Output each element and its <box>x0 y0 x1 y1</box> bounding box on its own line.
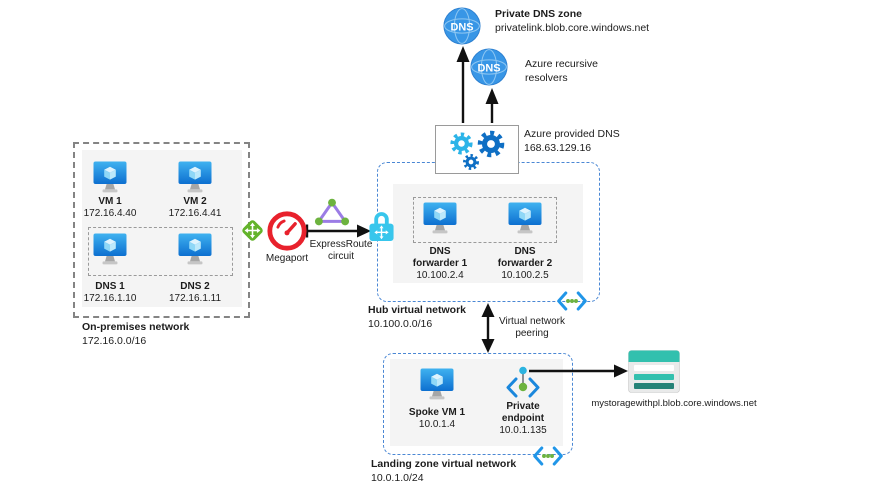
spoke-vm-label: Spoke VM 1 10.0.1.4 <box>405 407 469 431</box>
hub-title: Hub virtual network <box>368 304 467 316</box>
dns-forwarder1-label: DNS forwarder 1 10.100.2.4 <box>410 246 470 281</box>
expressroute-label: ExpressRoute circuit <box>309 239 373 262</box>
vm1-icon <box>93 161 127 194</box>
private-dns-zone-icon: DNS <box>443 7 481 45</box>
router-icon <box>238 216 267 245</box>
storage-account-label: mystoragewithpl.blob.core.windows.net <box>591 398 757 409</box>
azure-provided-dns-ip: 168.63.129.16 <box>524 141 592 154</box>
dns1-name: DNS 1 <box>95 281 125 292</box>
vm2-icon <box>178 161 212 194</box>
vpn-gateway-icon <box>368 210 395 245</box>
azure-provided-dns-box <box>435 125 519 174</box>
hub-label: Hub virtual network 10.100.0.0/16 <box>368 304 466 332</box>
hub-forwarders-group-box <box>413 197 557 243</box>
gear-small-icon <box>462 153 480 171</box>
onprem-dns-group-box <box>88 227 233 276</box>
arrow-dns-to-private-zone <box>456 46 470 123</box>
private-endpoint-label: Private endpoint 10.0.1.135 <box>495 401 551 436</box>
vm1-ip: 172.16.4.40 <box>83 207 137 219</box>
onprem-cidr: 172.16.0.0/16 <box>82 334 147 347</box>
recursive-resolvers-icon: DNS <box>470 48 508 86</box>
gear-dark-icon <box>476 129 506 159</box>
arrow-dns-to-resolvers <box>485 88 499 123</box>
vm1-label: VM 1 172.16.4.40 <box>78 196 142 220</box>
landing-zone-title: Landing zone virtual network <box>371 458 517 470</box>
recursive-resolvers-label: Azure recursive resolvers <box>525 58 598 84</box>
dns2-name: DNS 2 <box>180 281 210 292</box>
dns2-label: DNS 2 172.16.1.11 <box>163 281 227 305</box>
storage-account-icon <box>628 350 680 393</box>
dns-forwarder1-ip: 10.100.2.4 <box>416 269 464 281</box>
dns1-label: DNS 1 172.16.1.10 <box>78 281 142 305</box>
onprem-label: On-premises network 172.16.0.0/16 <box>82 321 189 349</box>
expressroute-circuit-icon <box>313 197 351 227</box>
vnet-peering-label: Virtual network peering <box>499 316 565 339</box>
private-endpoint-ip: 10.0.1.135 <box>499 424 547 436</box>
private-endpoint-name: Private endpoint <box>501 401 545 424</box>
dns-forwarder2-label: DNS forwarder 2 10.100.2.5 <box>495 246 555 281</box>
dns-forwarder2-ip: 10.100.2.5 <box>501 269 549 281</box>
spoke-vm-icon <box>420 368 454 401</box>
hub-inner-panel <box>393 184 583 283</box>
dns1-ip: 172.16.1.10 <box>83 292 137 304</box>
private-dns-zone-label: Private DNS zone privatelink.blob.core.w… <box>495 8 649 36</box>
hub-cidr: 10.100.0.0/16 <box>368 317 433 330</box>
landing-zone-inner-panel <box>390 359 563 446</box>
private-dns-zone-domain: privatelink.blob.core.windows.net <box>495 21 650 34</box>
spoke-vm-ip: 10.0.1.4 <box>418 418 456 430</box>
private-endpoint-icon <box>505 366 541 400</box>
vm1-name: VM 1 <box>98 196 122 207</box>
onprem-title: On-premises network <box>82 321 190 333</box>
dns1-icon <box>93 233 127 266</box>
dns-forwarder2-icon <box>508 202 542 235</box>
dns-icon-text: DNS <box>450 21 473 33</box>
vm2-ip: 172.16.4.41 <box>168 207 222 219</box>
dns-forwarder1-name: DNS forwarder 1 <box>412 246 468 269</box>
landing-zone-cidr: 10.0.1.0/24 <box>371 471 424 484</box>
private-dns-zone-title: Private DNS zone <box>495 8 582 20</box>
dns-forwarder2-name: DNS forwarder 2 <box>497 246 553 269</box>
spoke-vm-name: Spoke VM 1 <box>408 407 466 418</box>
vm2-label: VM 2 172.16.4.41 <box>163 196 227 220</box>
dns-forwarder1-icon <box>423 202 457 235</box>
dns2-ip: 172.16.1.11 <box>168 292 222 304</box>
dns2-icon <box>178 233 212 266</box>
azure-provided-dns-label: Azure provided DNS 168.63.129.16 <box>524 128 620 156</box>
hub-virtual-network-icon <box>556 290 588 312</box>
dns-icon-text: DNS <box>477 62 500 74</box>
vm2-name: VM 2 <box>183 196 207 207</box>
azure-provided-dns-title: Azure provided DNS <box>524 128 620 140</box>
landing-zone-vnet-boundary <box>383 353 573 455</box>
landing-zone-label: Landing zone virtual network 10.0.1.0/24 <box>371 458 516 486</box>
megaport-label: Megaport <box>265 253 309 264</box>
landing-zone-virtual-network-icon <box>532 445 564 467</box>
